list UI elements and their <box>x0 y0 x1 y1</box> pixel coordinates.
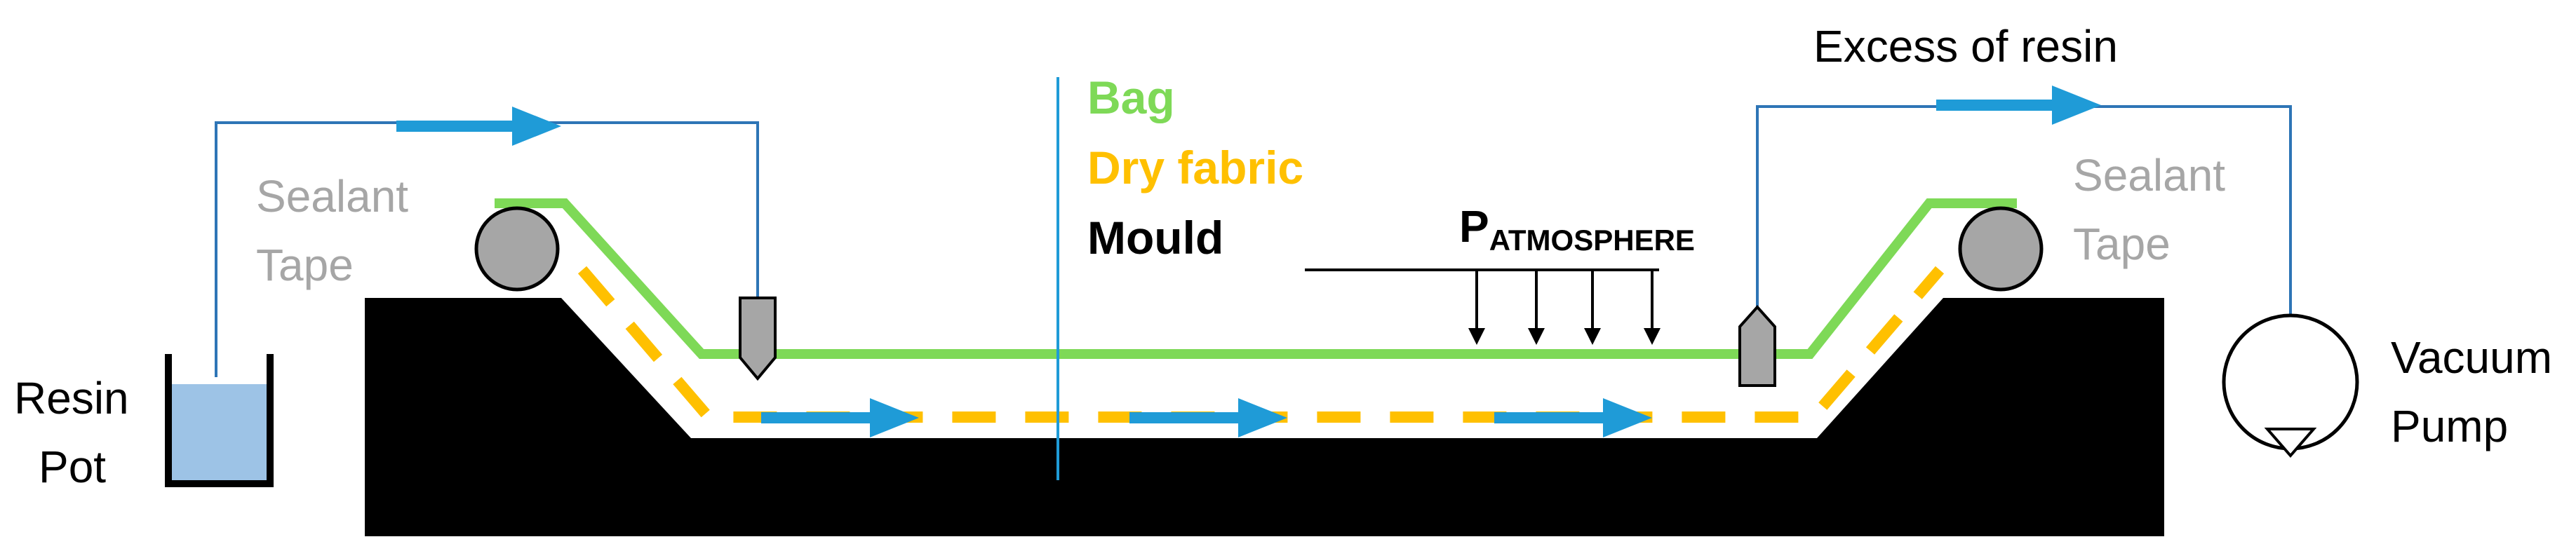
resin-pot-label-line2: Pot <box>39 442 106 492</box>
resin-pot-label-line1: Resin <box>14 373 129 423</box>
inlet-port <box>739 297 777 381</box>
atmospheric-pressure-arrows <box>1305 268 1661 345</box>
dry-fabric-layer <box>577 266 1945 423</box>
resin-flow-arrow <box>1129 398 1287 437</box>
vacuum-pump-label-line2: Pump <box>2391 401 2508 451</box>
resin-liquid <box>170 384 269 481</box>
outlet-port <box>1738 304 1776 387</box>
vacuum-outlet-tube <box>1756 105 2292 317</box>
sealant-tape-right-label-line2: Tape <box>2073 219 2171 269</box>
pressure-label: PATMOSPHERE <box>1459 201 1695 257</box>
sealant-tape-left-label-line1: Sealant <box>256 171 408 222</box>
pressure-subscript: ATMOSPHERE <box>1489 224 1695 257</box>
legend-mould: Mould <box>1087 212 1223 264</box>
sealant-tape-left-label-line2: Tape <box>256 240 354 290</box>
legend-dry-fabric: Dry fabric <box>1087 142 1303 193</box>
vacuum-pump-label-line1: Vacuum <box>2391 332 2552 383</box>
mould <box>365 298 2164 536</box>
resin-flow-arrow <box>1494 398 1652 437</box>
vacuum-bag <box>495 198 2017 359</box>
inlet-tube-flow-arrow <box>396 107 561 146</box>
excess-resin-label: Excess of resin <box>1813 21 2118 72</box>
vacuum-pump-symbol <box>2264 428 2317 458</box>
sealant-tape-left <box>474 206 560 292</box>
sealant-tape-right <box>1958 206 2044 292</box>
resin-flow-arrow <box>761 398 919 437</box>
legend-bag: Bag <box>1087 72 1175 123</box>
sealant-tape-right-label-line1: Sealant <box>2073 150 2225 200</box>
resin-pot <box>165 354 274 487</box>
outlet-tube-flow-arrow <box>1936 86 2101 125</box>
